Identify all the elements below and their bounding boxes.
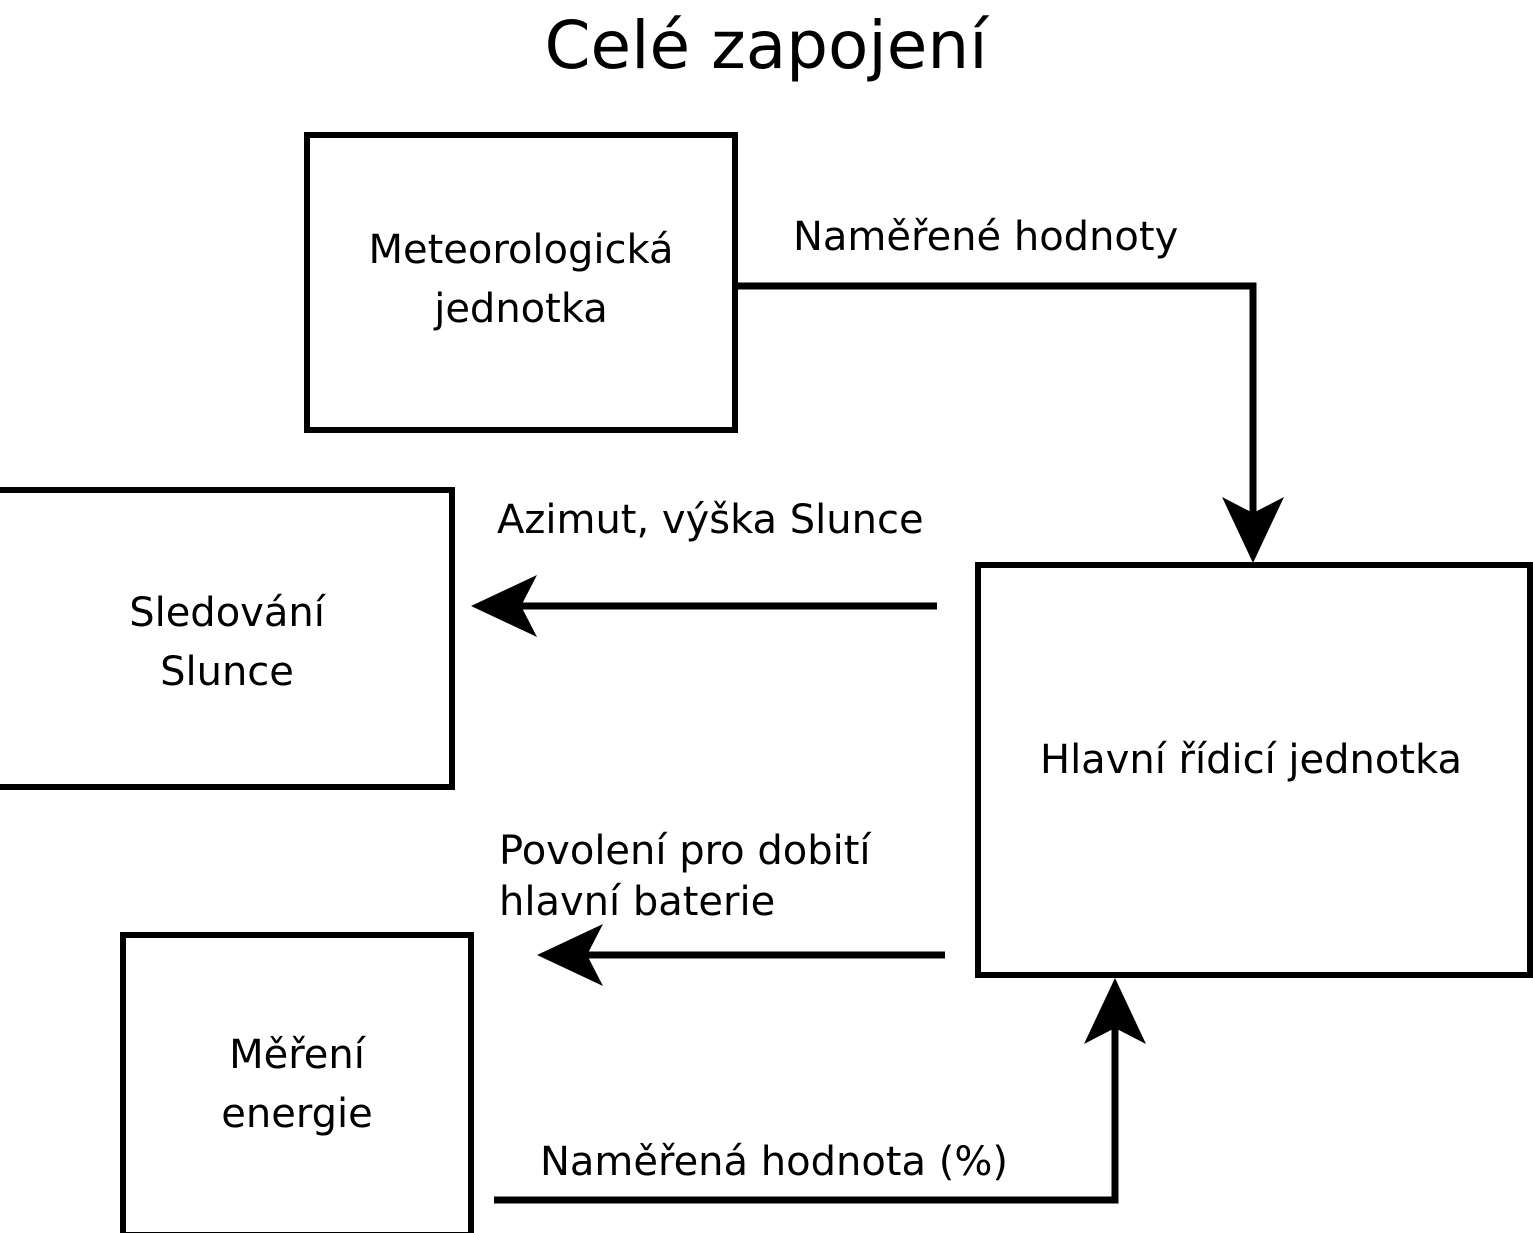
edge-measured-value-percent-line bbox=[494, 1023, 1119, 1204]
node-meteo-unit-label-line-2: jednotka bbox=[433, 286, 608, 332]
node-main-control-unit-box[interactable] bbox=[975, 562, 1533, 978]
edge-measured-value-percent: Naměřená hodnota (%) bbox=[494, 978, 1146, 1204]
edge-battery-charge-permission-label-line-2: hlavní baterie bbox=[499, 879, 775, 925]
edge-battery-charge-permission-label-line-1: Povolení pro dobití bbox=[499, 828, 872, 874]
edge-battery-charge-permission-arrowhead bbox=[537, 924, 603, 986]
node-energy-measurement[interactable]: Měření energie bbox=[120, 932, 474, 1233]
edge-azimuth-sun-height-arrowhead bbox=[471, 575, 537, 637]
node-main-control-unit[interactable]: Hlavní řídicí jednotka bbox=[975, 562, 1533, 978]
node-meteo-unit-label-line-1: Meteorologická bbox=[369, 227, 674, 273]
edge-measured-values-label: Naměřené hodnoty bbox=[793, 214, 1178, 260]
node-sun-tracking-box[interactable] bbox=[0, 487, 455, 790]
node-meteo-unit[interactable]: Meteorologická jednotka bbox=[304, 132, 738, 433]
node-sun-tracking-label-line-2: Slunce bbox=[160, 649, 294, 695]
edge-battery-charge-permission: Povolení pro dobití hlavní baterie bbox=[499, 828, 945, 986]
node-meteo-unit-box[interactable] bbox=[304, 132, 738, 433]
page-title: Celé zapojení bbox=[544, 7, 990, 84]
edge-measured-value-percent-label: Naměřená hodnota (%) bbox=[540, 1139, 1008, 1185]
node-energy-measurement-box[interactable] bbox=[120, 932, 474, 1233]
node-energy-measurement-label-line-1: Měření bbox=[229, 1032, 367, 1078]
edge-measured-values: Naměřené hodnoty bbox=[735, 214, 1284, 563]
edge-measured-value-percent-arrowhead bbox=[1084, 978, 1146, 1044]
node-main-control-unit-label-line-1: Hlavní řídicí jednotka bbox=[1040, 737, 1462, 783]
edge-azimuth-sun-height-label: Azimut, výška Slunce bbox=[497, 497, 924, 543]
edge-measured-values-line bbox=[735, 282, 1257, 520]
edge-measured-values-arrowhead bbox=[1222, 497, 1284, 563]
edge-azimuth-sun-height: Azimut, výška Slunce bbox=[471, 497, 937, 637]
node-sun-tracking[interactable]: Sledování Slunce bbox=[0, 487, 455, 790]
node-energy-measurement-label-line-2: energie bbox=[221, 1091, 372, 1137]
node-sun-tracking-label-line-1: Sledování bbox=[129, 590, 327, 636]
